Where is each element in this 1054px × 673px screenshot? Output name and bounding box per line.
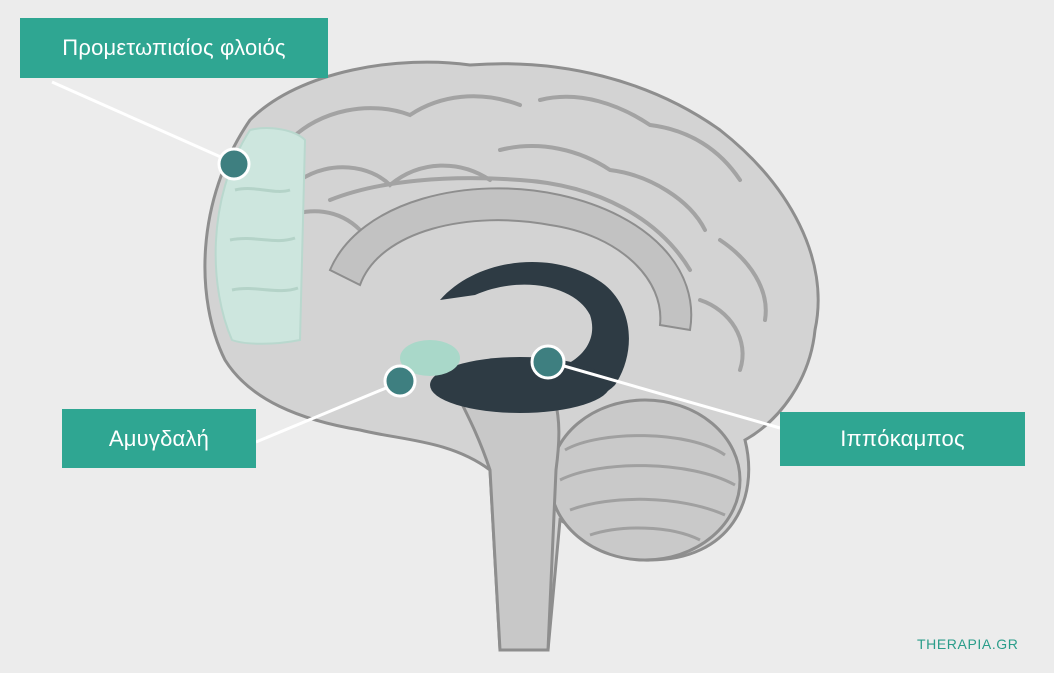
hippocampus-connector-line: [549, 360, 781, 430]
brainstem: [457, 398, 561, 652]
amygdala-connector-line: [255, 381, 399, 444]
cerebellum: [548, 398, 742, 562]
amygdala-label: Αμυγδαλή: [62, 409, 256, 468]
amygdala-marker[interactable]: [383, 364, 417, 398]
corpus-callosum: [328, 187, 693, 332]
prefrontal-gyri: [229, 187, 299, 293]
brain-gyri: [278, 94, 768, 372]
prefrontal-cortex-label: Προμετωπιαίος φλοιός: [20, 18, 328, 78]
hippocampus-body: [430, 357, 610, 413]
prefrontal-marker[interactable]: [217, 147, 251, 181]
watermark: THERAPIA.GR: [917, 636, 1019, 652]
cerebellum-folds: [559, 434, 736, 542]
hippocampus-marker[interactable]: [530, 344, 566, 380]
hippocampus-label: Ιππόκαμπος: [780, 412, 1025, 466]
prefrontal-connector-line: [51, 80, 233, 164]
amygdala-region: [400, 340, 460, 376]
